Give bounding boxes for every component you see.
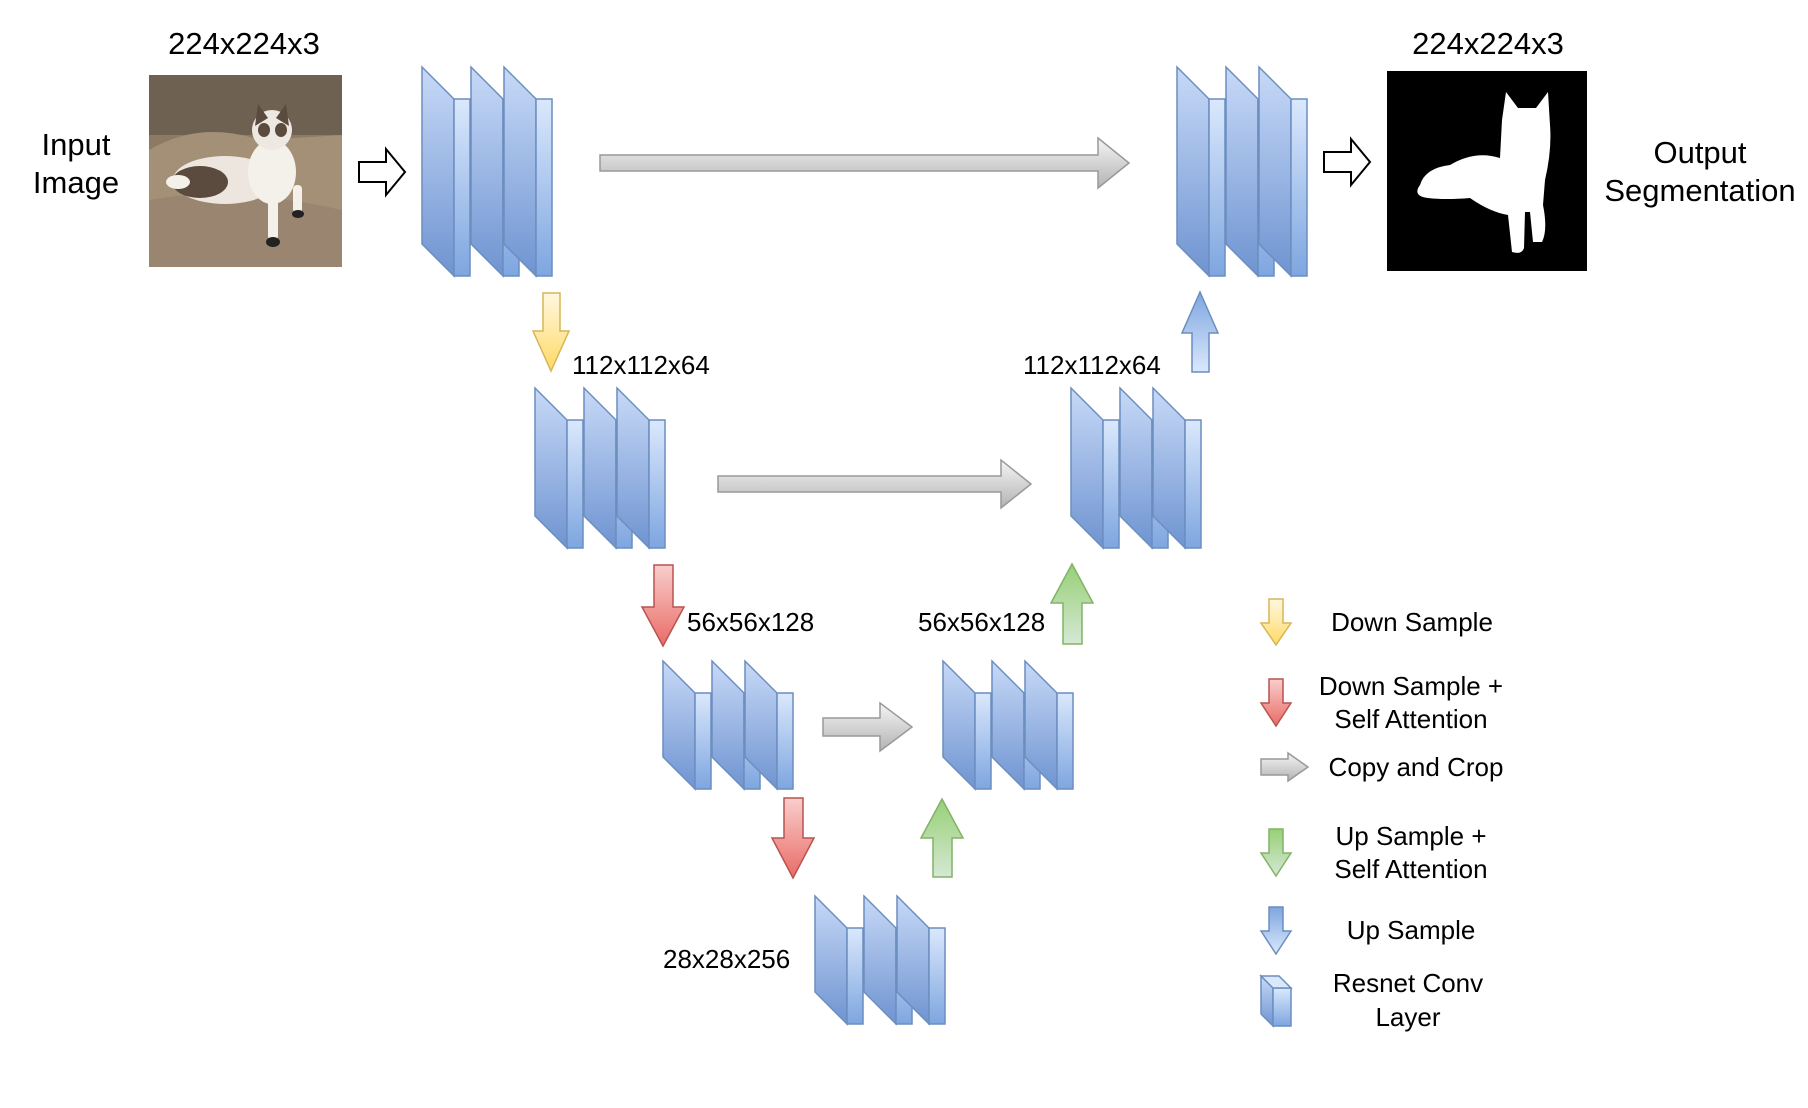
decoder-112-dims: 112x112x64 [1023,350,1161,380]
decoder-level1-block [1176,65,1308,278]
conv-layer [1176,65,1226,278]
legend-up-attention-label-1: Up Sample + [1335,821,1486,851]
legend-copy-crop-label: Copy and Crop [1329,752,1504,782]
legend-resnet-label-2: Layer [1375,1002,1440,1032]
encoder-level3-block [662,659,794,791]
copy-crop-arrow-icon [599,136,1131,190]
up-sample-attention-arrow-icon [919,797,965,878]
conv-layer [942,659,992,791]
decoder-level2-block [1070,386,1202,550]
output-dims-label: 224x224x3 [1412,26,1564,61]
legend-resnet-icon [1259,974,1293,1028]
conv-layer [534,386,584,550]
legend-down-attention-label-1: Down Sample + [1319,671,1503,701]
encoder-112-dims: 112x112x64 [572,350,710,380]
input-image [149,75,342,267]
conv-layer [421,65,471,278]
legend-up-sample-label: Up Sample [1347,915,1476,945]
conv-layer [896,894,946,1026]
legend-up-sample-icon [1259,906,1293,956]
conv-layer [503,65,553,278]
up-sample-arrow-icon [1180,290,1220,373]
down-sample-arrow-icon [531,292,571,373]
conv-layer [744,659,794,791]
legend-up-attention-label-2: Self Attention [1334,854,1487,884]
legend-down-attention-label-2: Self Attention [1334,704,1487,734]
legend-copy-crop-icon [1260,751,1310,783]
conv-layer [814,894,864,1026]
bottleneck-block [814,894,946,1026]
legend-resnet-label-1: Resnet Conv [1333,968,1483,998]
conv-layer [1152,386,1202,550]
decoder-level3-block [942,659,1074,791]
legend-down-attention-icon [1259,678,1293,728]
encoder-56-dims: 56x56x128 [687,607,814,637]
conv-layer [662,659,712,791]
down-sample-attention-arrow-icon [770,797,816,880]
decoder-56-dims: 56x56x128 [918,607,1045,637]
bottleneck-dims: 28x28x256 [663,944,790,974]
legend-down-sample-icon [1259,598,1293,647]
output-image [1387,71,1587,271]
conv-layer [1024,659,1074,791]
up-sample-attention-arrow-icon [1049,562,1095,645]
legend: Down Sample Down Sample + Self Attention… [1259,598,1504,1032]
encoder-level1-block [421,65,553,278]
conv-layer [616,386,666,550]
legend-up-attention-icon [1259,828,1293,878]
output-arrow-icon [1323,136,1372,188]
down-sample-attention-arrow-icon [640,564,686,648]
copy-crop-arrow-icon [822,701,914,753]
input-dims-label: 224x224x3 [168,26,320,61]
input-label-line2: Image [33,165,119,200]
conv-layer [1070,386,1120,550]
legend-down-sample-label: Down Sample [1331,607,1493,637]
input-label-line1: Input [42,127,111,162]
conv-layer [1258,65,1308,278]
output-label-line1: Output [1653,135,1746,170]
output-label-line2: Segmentation [1604,173,1795,208]
encoder-level2-block [534,386,666,550]
copy-crop-arrow-icon [717,458,1033,510]
input-arrow-icon [358,146,407,198]
